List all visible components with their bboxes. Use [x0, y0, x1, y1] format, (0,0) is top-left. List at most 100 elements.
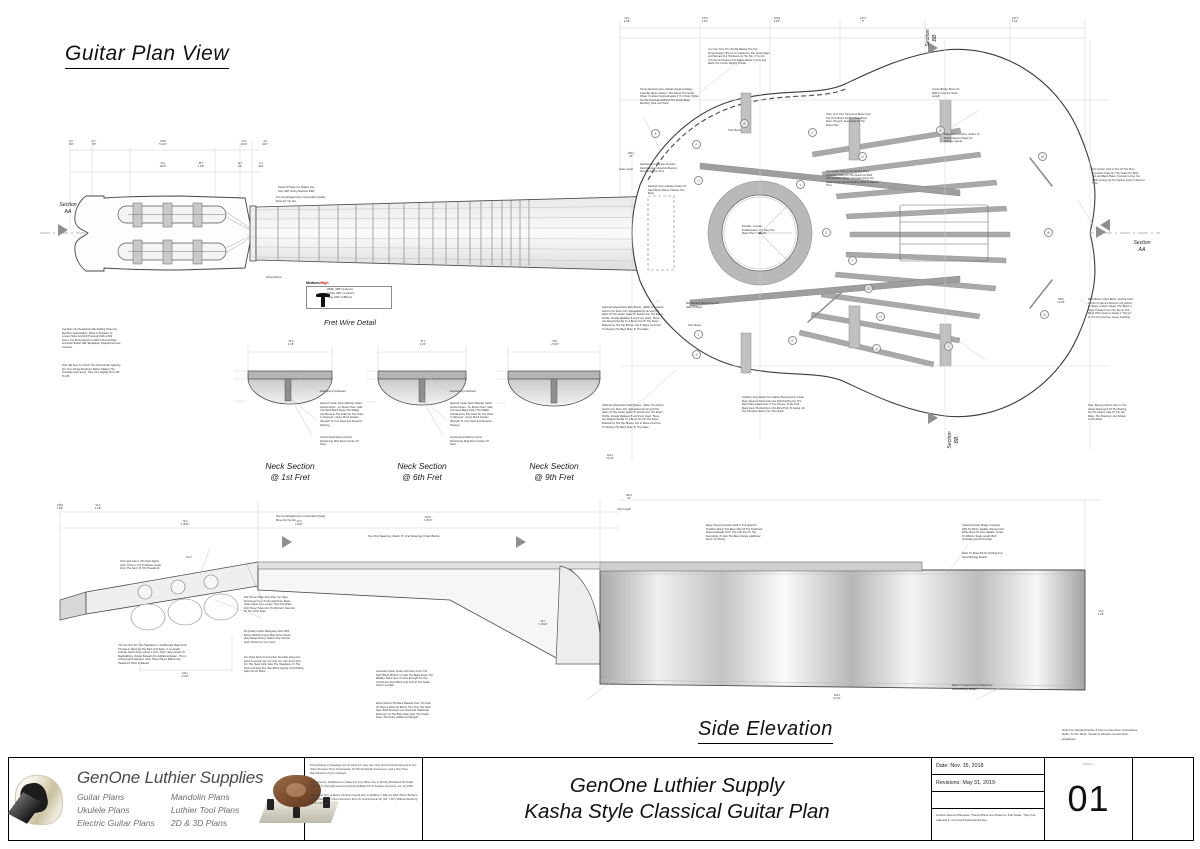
dim-hs-7: 85.7 3 3/8": [197, 162, 205, 168]
note-dashed-cutaway: Heavy Dashed Lines Indicate Single Cutaw…: [640, 88, 699, 106]
dim-plan-top-4: 127.5 5": [860, 17, 866, 23]
sheet-number: 01: [1067, 778, 1110, 819]
brace-callout-f: F: [848, 256, 857, 265]
note-bridge-brace-center: Center Bridge Brace On 960mm Use For Sca…: [932, 88, 960, 99]
note-tuner-holes: Drill These Holes Only After You Have Pu…: [244, 596, 295, 614]
note-neck-block-dashed: Dashed Lines Indicate Outline Of Neck Bl…: [648, 185, 687, 196]
dim-hs-8: 12.7 1/2": [237, 162, 243, 168]
fret-wire-table: Width .095" (2.41mm) Crown .045" (1.14mm…: [306, 285, 392, 309]
dim-side-1: 104.8 4 1/8": [56, 504, 64, 510]
dim-body-width: 365.0 14 3/8": [1057, 298, 1065, 304]
logo-service-luthier-tool-plans: Luthier Tool Plans: [170, 804, 240, 815]
note-head-trim: The Top Trim For The Headstock Is Tradit…: [118, 644, 188, 666]
section-bb-bottom-label: Section BB: [947, 431, 960, 449]
brace-callout-n: N: [1040, 310, 1049, 319]
neck-section-6th-fret-label: Neck Section@ 6th Fret: [397, 461, 447, 482]
brace-callout-a: A: [651, 129, 660, 138]
note-fret-spacing-chart: Per Fret Spacing. Refer To Fret Spacing …: [368, 534, 440, 538]
title-block-copyright-cell: This Drawing or Drawings Are To Used For…: [305, 758, 423, 840]
brace-callout-g: G: [864, 284, 873, 293]
dim-neck-sec-w-1: 54.5 2 1/8": [287, 340, 295, 346]
logo-service-guitar-plans: Guitar Plans: [77, 791, 125, 802]
title-block-sheet-number-cell: Version 2 01: [1045, 758, 1133, 840]
brace-callout-r: R: [936, 126, 945, 135]
fret-wire-heading: Medium/High: [306, 281, 390, 285]
brace-callout-b: B: [740, 119, 749, 128]
drawing-scale-note: Unless Noted Otherwise, These Plans Are …: [936, 813, 1036, 822]
dim-side-5: 103.2 4 1/16": [181, 672, 189, 678]
brace-callout-d: D: [858, 152, 867, 161]
drawing-title-line-1: GenOne Luthier Supply: [569, 773, 785, 797]
dim-hs-9: 5.1 3/16": [258, 162, 264, 168]
handbook-reference-note: Note For Detailed Guitar & Uke Construct…: [1062, 728, 1138, 741]
note-top-thickness-tuning: You Can Tune The Top By Making The Top P…: [708, 48, 770, 66]
dim-hs-6: 20.1 13/16": [159, 162, 167, 168]
dim-side-4: 40.0 1 9/16": [295, 520, 303, 526]
note-nut-material-top: Pre-Constituated Ivory Or Excellent Qual…: [276, 196, 326, 203]
note-butt-rosette: Butt Rosette Reinforcing Into Side Of Br…: [686, 302, 720, 309]
fret-wire-heading-sep: /: [319, 281, 321, 285]
drawing-title-line-2: Kasha Style Classical Guitar Plan: [524, 800, 830, 823]
section-bb-top-label: Section BB: [925, 29, 938, 47]
dim-hs-5: 4.8 3/16": [262, 140, 268, 146]
note-rosette-reinforcement: Dashed Line Indicates Rosette Reinforcem…: [640, 163, 677, 174]
note-headstock-hole-depth: Depth Of Holes For Rollers Can Vary With…: [278, 186, 315, 193]
dim-hs-1: 5.8 7/32": [68, 140, 74, 146]
copyright-paragraph-3: This Sheet Size Is Metric A0 Size Overal…: [310, 793, 418, 805]
side-section-arrow-left-icon: [282, 536, 292, 548]
note-transverse-brace: Note: Arch This Transverse Brace Over Th…: [826, 113, 872, 127]
dim-hs-2: 21.7 7/8": [91, 140, 97, 146]
note-ebony-center-strip-1: Vertical Grain Ebony Center Reinforcing …: [320, 436, 359, 447]
note-headstock-slot-drill: Cut Slots Into Headstock After Drilling …: [62, 328, 121, 350]
note-ebony-fretboard-2: Solid Ebony Fretboard: [450, 390, 476, 393]
dim-side-scale-length: 660.4 26": [626, 494, 632, 500]
dim-scale-length-label: Scale Length: [619, 168, 633, 171]
note-mahogany-neck: #1 Quality Cuban Mahogany Neck With Ebon…: [244, 630, 291, 644]
brace-callout-h: H: [876, 312, 885, 321]
brace-callout-v: V: [796, 180, 805, 189]
note-brace-key-numbers: Brace Key Numbers, Refers To Brace Diagr…: [944, 133, 980, 144]
dim-side-2: 54.9 2 1/8": [94, 504, 102, 510]
brace-callout-w: W: [1044, 228, 1053, 237]
logo-service-mandolin-plans: Mandolin Plans: [170, 791, 230, 802]
sheet-version-label: Version 2: [1083, 763, 1094, 766]
dim-side-3: 74.9 2 15/16": [180, 520, 190, 526]
note-butt-block: Back Block or Butt Block. Vertical Grain…: [1088, 298, 1134, 320]
brace-callout-c: C: [808, 128, 817, 137]
dim-plan-top-1: 60.3 2 3/8": [623, 17, 631, 23]
copyright-paragraph-1: This Drawing or Drawings Are To Used For…: [310, 764, 417, 776]
section-aa-left-label: Section AA: [59, 202, 77, 215]
note-headstock-splice-angle: This Light Like Is The Neck Splice Joint…: [120, 560, 161, 571]
fret-wire-row-width: Width .095" (2.41mm): [327, 287, 354, 291]
company-logo-name: GenOne Luthier Supplies: [77, 767, 264, 787]
note-kerfling-lining: Kerfling Lining Made From Either Basswoo…: [742, 396, 805, 414]
drawing-revisions: Revisions: May 31, 2019: [932, 775, 1044, 792]
brace-callout-e: E: [822, 228, 831, 237]
dim-neck-sec-w-2: 57.2 2 1/4": [419, 340, 427, 346]
title-block: GenOne Luthier Supplies Guitar Plans Uku…: [7, 757, 1194, 841]
dim-hs-4: 20.6 13/16": [240, 140, 248, 146]
page-title-plan-view: Guitar Plan View: [65, 42, 230, 69]
note-purfling-top: Refer To Sheet #3 For Purfling And Wood …: [962, 552, 1003, 559]
dim-side-9: 54.9 2 1/8": [1097, 610, 1105, 616]
dim-plan-top-2: 120.6 4 3/4": [701, 17, 709, 23]
drawing-date: Date: Nov. 15, 2018: [932, 758, 1044, 775]
section-aa-right-label: Section AA: [1133, 240, 1151, 253]
fret-wire-row-tang: Tang .023" (1.80mm): [327, 296, 353, 300]
brace-callout-l: L: [694, 330, 703, 339]
note-string-ramps: String Ramps: [266, 276, 282, 279]
fret-wire-detail: Medium/High Width .095" (2.41mm) Crown .…: [306, 281, 392, 309]
mold-photo-icon: [7, 771, 75, 827]
dim-scale-length-plan: 660.4 26": [628, 152, 634, 158]
title-block-meta-cell: Date: Nov. 15, 2018 Revisions: May 31, 2…: [932, 758, 1045, 840]
fret-wire-heading-medium: Medium: [306, 281, 320, 285]
fret-wire-profile-icon: [312, 291, 330, 307]
note-extend-back-over-heel: Either Extend The Back Material Over The…: [376, 702, 431, 720]
note-headstock-string-spacing: Note: Be Sure To Check The Actual Roller…: [62, 364, 121, 378]
note-spanish-neck-material-2: Spanish Cedar Neck Material. Select Vert…: [450, 402, 494, 427]
section-aa-arrow-icon: [1096, 226, 1106, 238]
note-purfling-bottom: Refer To Sheet #3 For Purfling And Wood …: [952, 684, 993, 691]
note-ebony-center-strip-2: Vertical Grain Ebony Center Reinforcing …: [450, 436, 489, 447]
note-ebony-fretboard-1: Solid Ebony Fretboard: [320, 390, 346, 393]
